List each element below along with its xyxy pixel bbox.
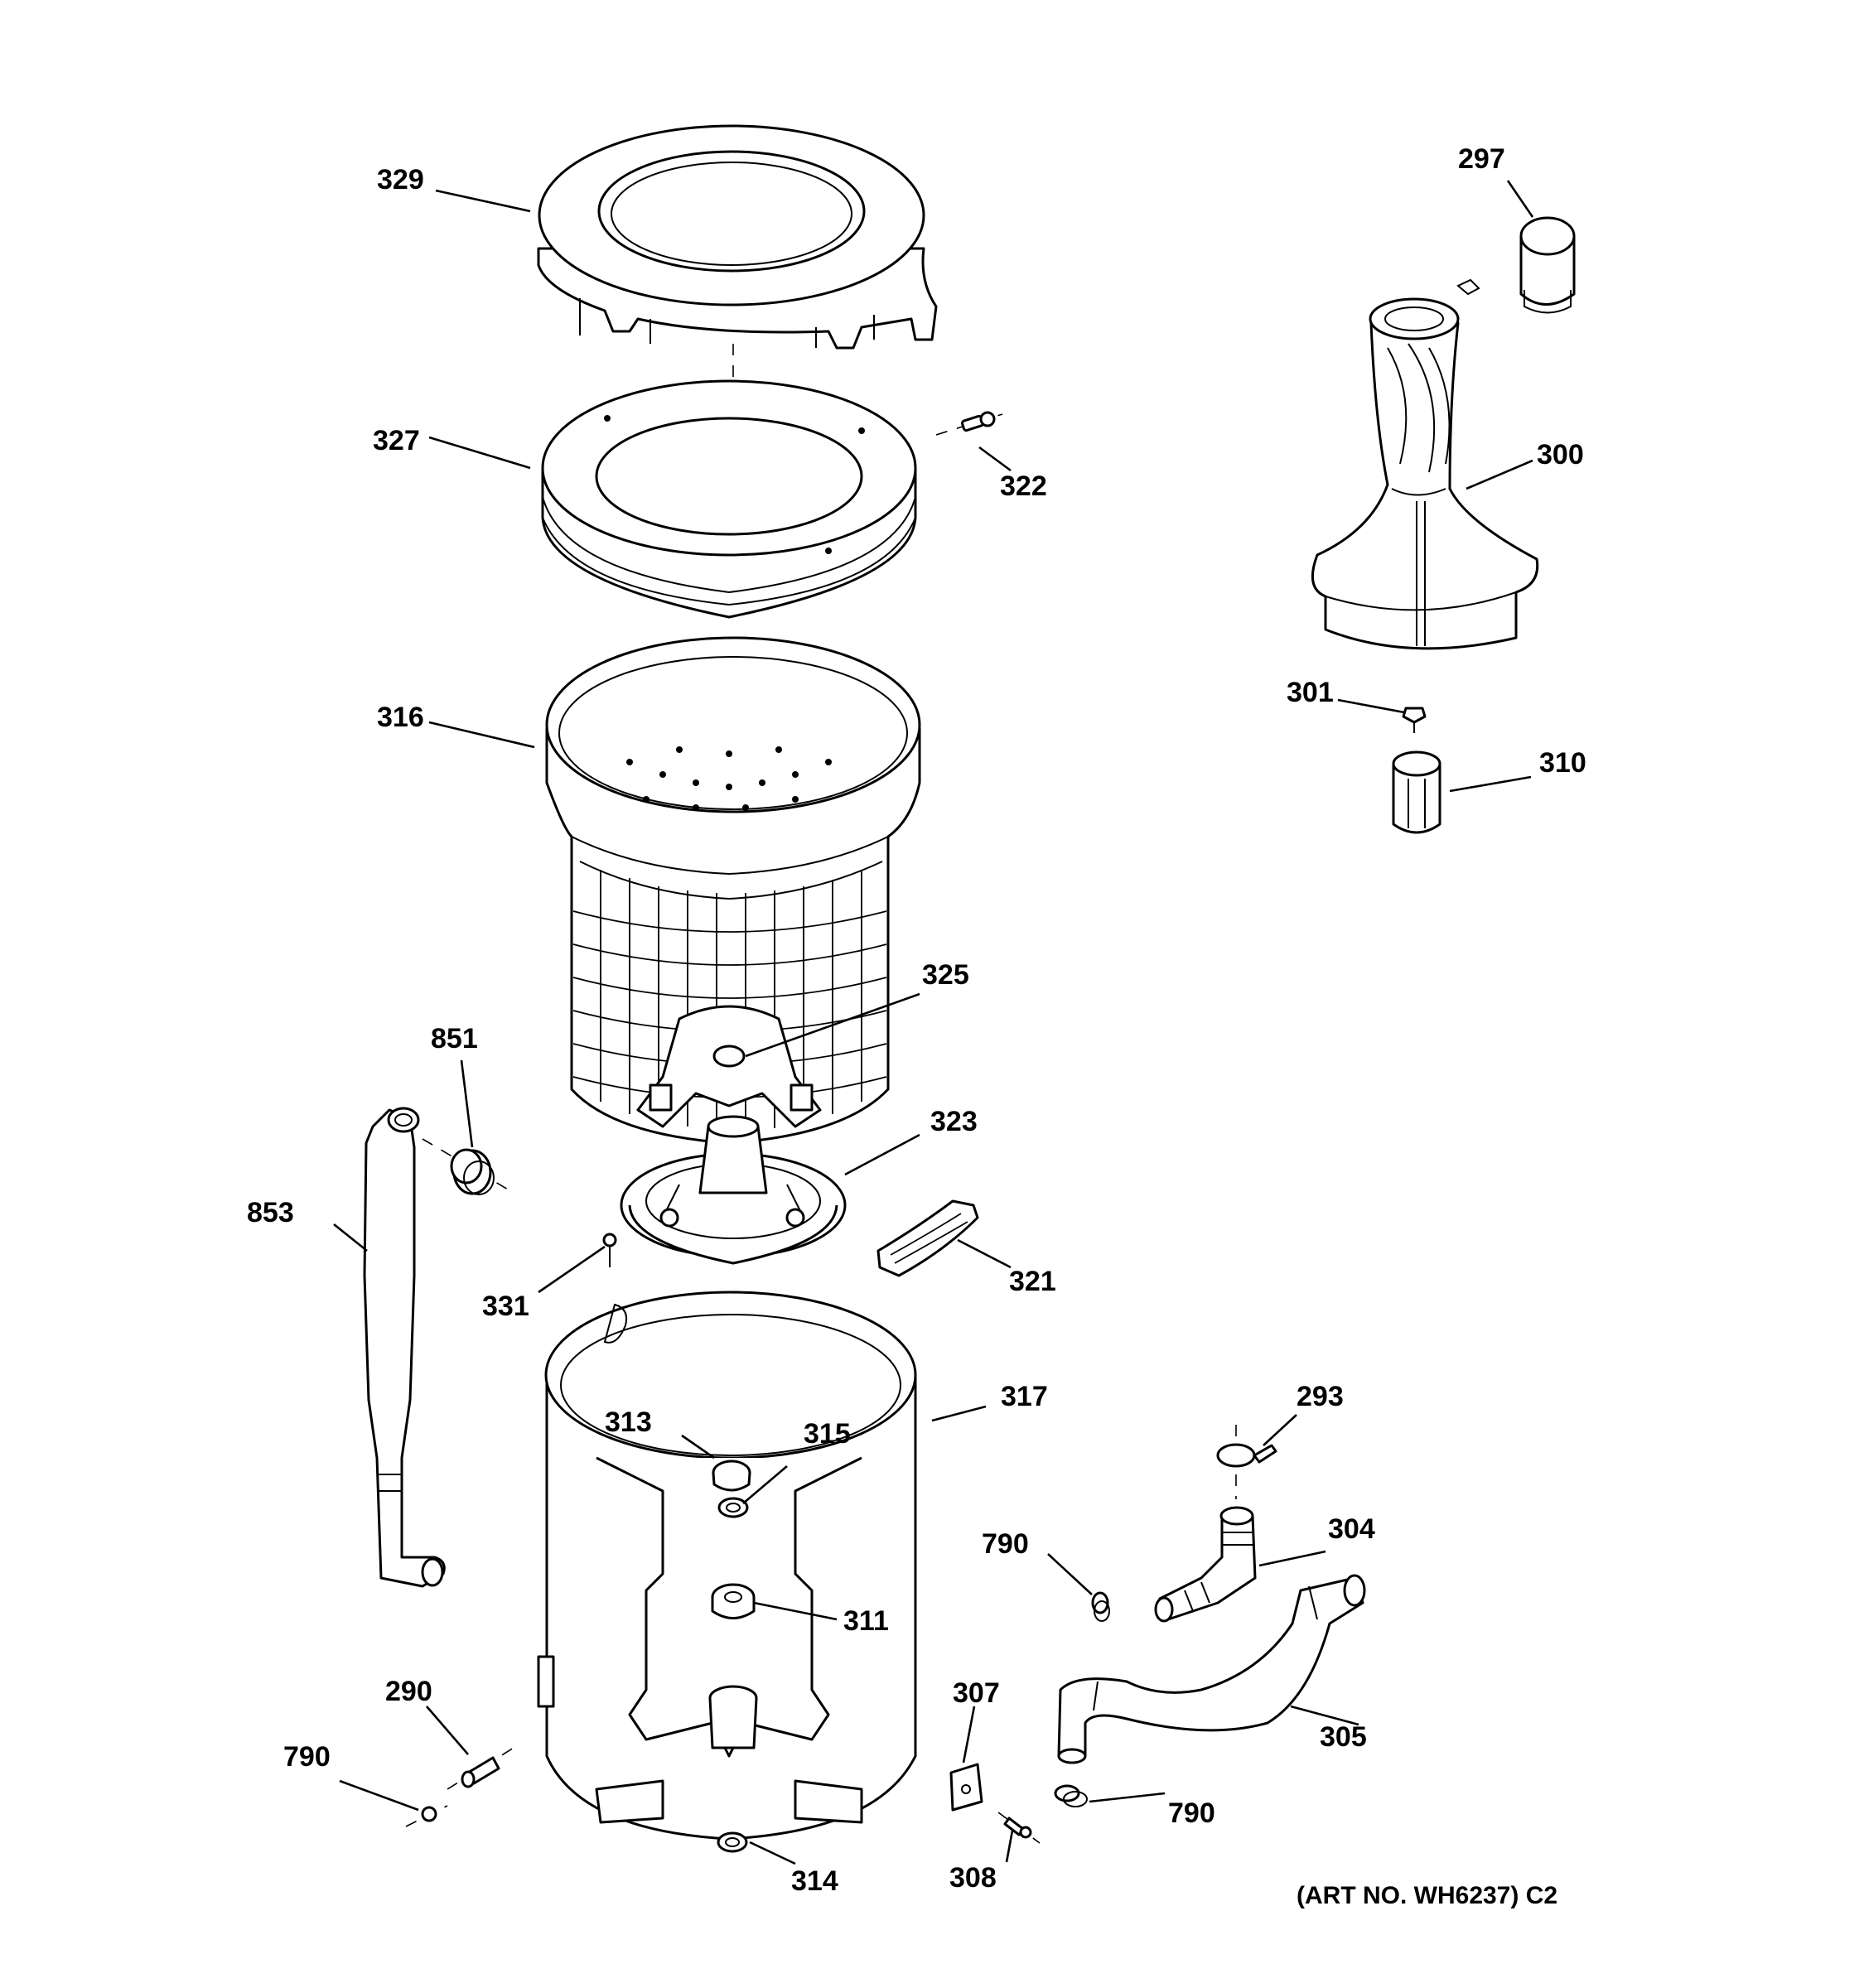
callout-297: 297 xyxy=(1458,143,1505,175)
callout-300: 300 xyxy=(1537,439,1584,470)
tub-center-hub xyxy=(708,1685,758,1749)
callout-329: 329 xyxy=(377,164,424,195)
callout-311: 311 xyxy=(843,1605,889,1637)
part-329-tub-cover xyxy=(537,124,938,350)
callout-853: 853 xyxy=(247,1197,294,1228)
callout-307: 307 xyxy=(953,1677,1000,1709)
part-322-screw xyxy=(935,411,1003,436)
callout-301: 301 xyxy=(1287,677,1334,708)
callout-851: 851 xyxy=(431,1023,478,1054)
art-number-label: (ART NO. WH6237) C2 xyxy=(1297,1882,1557,1909)
callout-293: 293 xyxy=(1297,1381,1344,1412)
part-325-hub xyxy=(636,1005,822,1128)
callout-327: 327 xyxy=(373,425,420,456)
part-313-nut xyxy=(712,1460,751,1492)
callout-316: 316 xyxy=(377,702,424,733)
callout-790-left: 790 xyxy=(283,1741,331,1773)
callout-290: 290 xyxy=(385,1676,432,1707)
callout-325: 325 xyxy=(922,959,969,991)
part-790-clip-left xyxy=(405,1805,448,1827)
part-853-hose xyxy=(363,1107,446,1588)
part-331-screw xyxy=(602,1233,617,1267)
part-316-basket xyxy=(545,636,921,1145)
part-305-drain-hose xyxy=(1057,1574,1366,1764)
callout-308: 308 xyxy=(949,1862,997,1894)
callout-313: 313 xyxy=(605,1407,652,1438)
part-321-filter xyxy=(876,1199,979,1277)
part-315-washer xyxy=(717,1497,749,1518)
callout-317: 317 xyxy=(1001,1381,1048,1412)
part-311-nut xyxy=(711,1583,756,1619)
callout-314: 314 xyxy=(791,1865,838,1897)
part-790-clip-mid xyxy=(1091,1591,1110,1622)
part-301-bolt xyxy=(1402,707,1427,733)
leader-lines xyxy=(333,180,1534,1865)
callout-323: 323 xyxy=(930,1106,978,1137)
part-308-screw xyxy=(997,1812,1041,1844)
part-317-outer-tub xyxy=(537,1291,917,1841)
part-307-bracket xyxy=(949,1763,983,1812)
part-314-seal xyxy=(717,1831,748,1853)
callout-790-right: 790 xyxy=(1168,1797,1215,1829)
callout-331: 331 xyxy=(482,1291,529,1322)
callout-labels: 329 327 322 316 325 323 321 331 317 313 … xyxy=(247,143,1586,1897)
callout-790-mid: 790 xyxy=(982,1528,1029,1560)
part-327-balance-ring xyxy=(541,379,917,619)
part-851-fitting xyxy=(422,1138,514,1195)
callout-321: 321 xyxy=(1009,1266,1056,1297)
part-297-agitator-cap xyxy=(1456,216,1576,314)
part-300-agitator xyxy=(1311,297,1539,650)
callout-315: 315 xyxy=(804,1418,851,1450)
callout-322: 322 xyxy=(1000,470,1047,502)
part-293-clamp xyxy=(1216,1425,1277,1499)
basket-holes xyxy=(626,746,832,811)
part-323-mounting-plate xyxy=(620,1115,847,1265)
part-304-hose-elbow xyxy=(1154,1506,1257,1623)
callout-304: 304 xyxy=(1328,1513,1375,1545)
callout-310: 310 xyxy=(1539,747,1586,779)
part-290-pin xyxy=(447,1747,514,1790)
part-790-clip-right xyxy=(1054,1784,1088,1807)
part-310-drive-block xyxy=(1392,750,1441,834)
callout-305: 305 xyxy=(1320,1721,1367,1753)
